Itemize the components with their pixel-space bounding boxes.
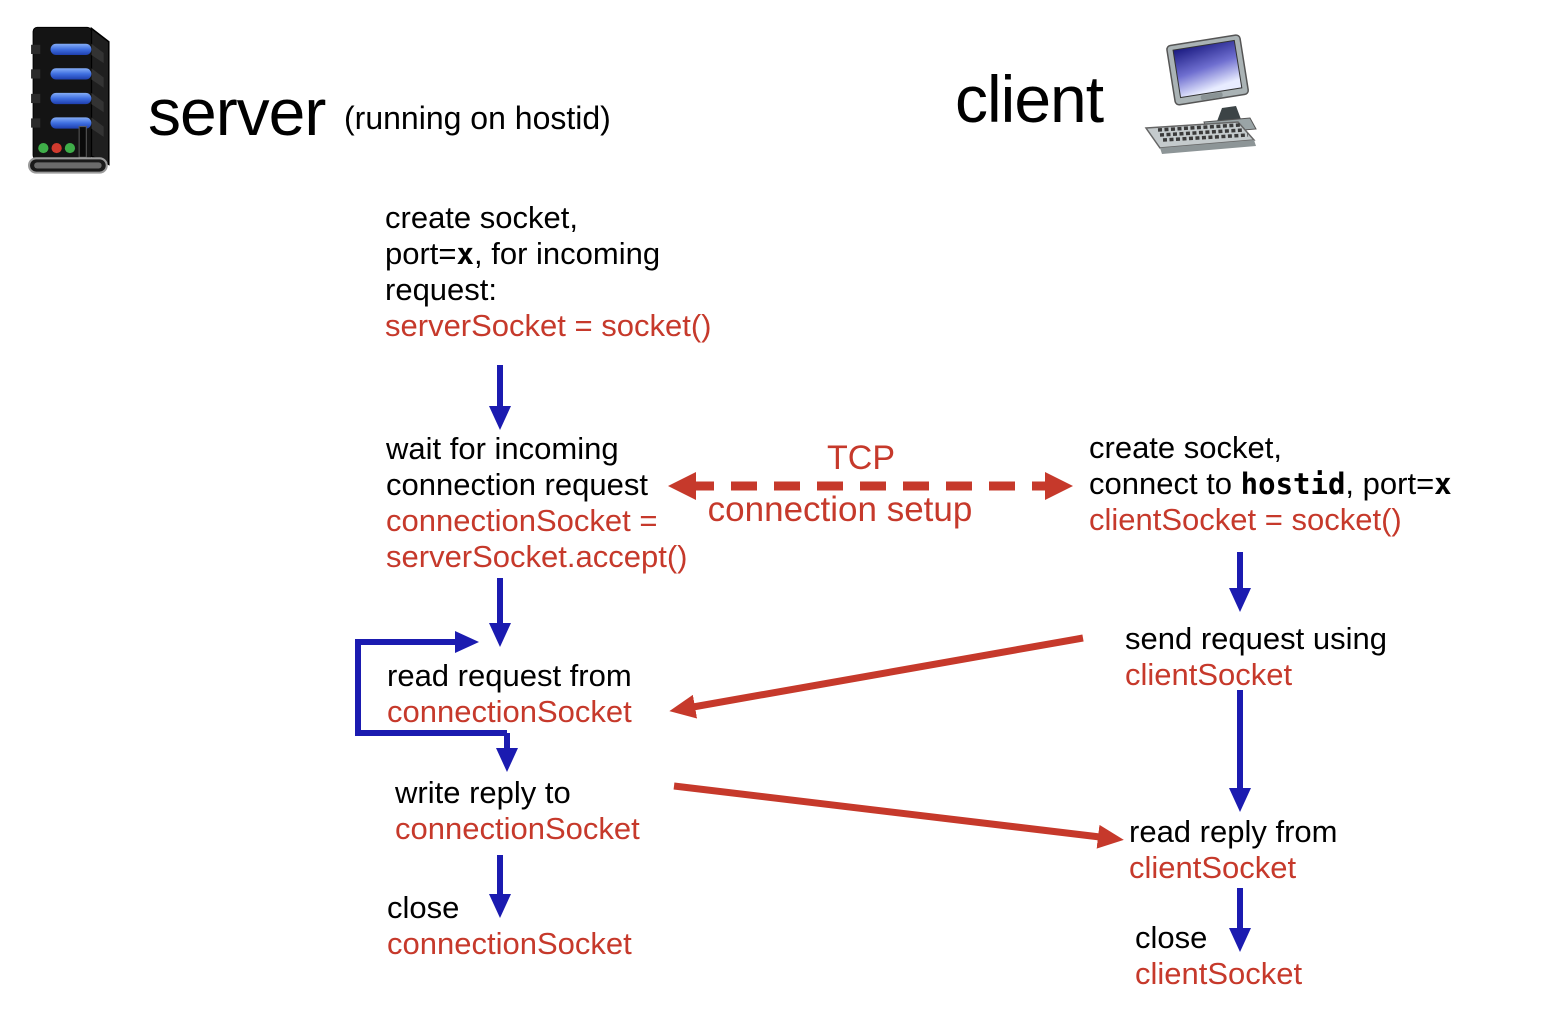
client-step-send-request: send request using clientSocket xyxy=(1125,621,1387,693)
server-close-line1: close xyxy=(387,890,460,925)
server-close-code: connectionSocket xyxy=(387,926,632,961)
client-send-code: clientSocket xyxy=(1125,657,1293,692)
server-write-line1: write reply to xyxy=(395,775,571,810)
client-readreply-code: clientSocket xyxy=(1129,850,1297,885)
server-step-create-socket: create socket, port=x, for incoming requ… xyxy=(385,200,711,344)
server-step-close: close connectionSocket xyxy=(387,890,632,962)
server-create-line3: request: xyxy=(385,272,498,307)
client-step-close: close clientSocket xyxy=(1135,920,1302,992)
tcp-label-line2: connection setup xyxy=(707,490,973,529)
client-title: client xyxy=(955,62,1104,136)
hostid-mono: hostid xyxy=(1240,467,1346,501)
request-arrow-client-to-server xyxy=(669,634,1084,719)
server-step-write-reply: write reply to connectionSocket xyxy=(395,775,640,847)
server-title: server xyxy=(148,75,326,149)
server-step-read-request: read request from connectionSocket xyxy=(387,658,632,730)
client-step-read-reply: read reply from clientSocket xyxy=(1129,814,1337,886)
client-create-line1: create socket, xyxy=(1089,430,1282,465)
server-read-code: connectionSocket xyxy=(387,694,632,729)
server-wait-code1: connectionSocket = xyxy=(386,503,658,538)
server-create-code: serverSocket = socket() xyxy=(385,308,712,343)
server-wait-code2: serverSocket.accept() xyxy=(386,539,688,574)
server-create-line1: create socket, xyxy=(385,200,578,235)
port-x-mono-client: x xyxy=(1434,467,1452,501)
server-step-wait: wait for incoming connection request con… xyxy=(386,431,688,575)
server-tower-icon xyxy=(28,26,110,174)
client-create-code: clientSocket = socket() xyxy=(1089,502,1402,537)
client-send-line1: send request using xyxy=(1125,621,1387,656)
tcp-label-line1: TCP xyxy=(827,439,895,477)
server-read-line1: read request from xyxy=(387,658,632,693)
client-close-line1: close xyxy=(1135,920,1208,955)
server-write-code: connectionSocket xyxy=(395,811,640,846)
server-create-line2: port=x, for incoming xyxy=(385,236,661,271)
client-step-create-socket: create socket, connect to hostid, port=x… xyxy=(1089,430,1452,538)
server-subtitle: (running on hostid) xyxy=(344,100,611,136)
port-x-mono: x xyxy=(456,237,474,271)
client-readreply-line1: read reply from xyxy=(1129,814,1338,849)
client-close-code: clientSocket xyxy=(1135,956,1303,991)
reply-arrow-server-to-client xyxy=(673,782,1124,849)
client-create-line2: connect to hostid, port=x xyxy=(1089,466,1452,501)
server-wait-line1: wait for incoming xyxy=(386,431,619,466)
desktop-computer-icon xyxy=(1144,34,1257,154)
server-wait-line2: connection request xyxy=(386,467,648,502)
